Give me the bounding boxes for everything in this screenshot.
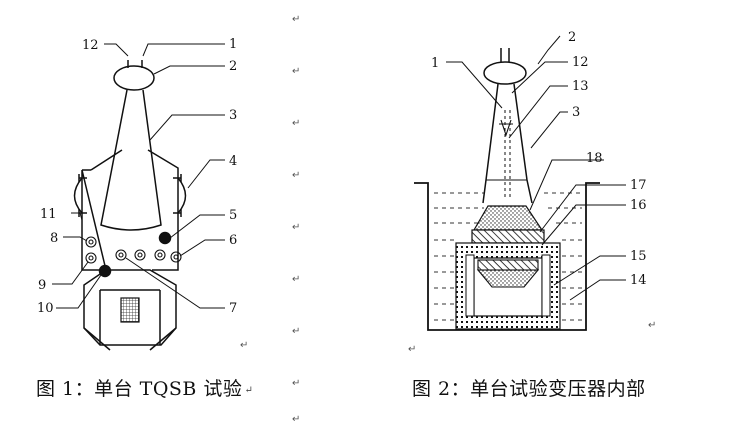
indicator-lamp-10 [98, 264, 112, 278]
upper-insulator [472, 205, 544, 231]
callout: 13 [572, 79, 589, 94]
paragraph-mark: ↵ [292, 326, 301, 337]
bushing [100, 89, 162, 231]
paragraph-mark: ↵ [292, 14, 301, 25]
oil-tank [414, 182, 600, 331]
figure1-caption-text: 图 1：单台 TQSB 试验 [36, 378, 243, 400]
callout: 7 [229, 301, 237, 316]
figure2-leaders [446, 35, 626, 301]
callout: 15 [630, 249, 647, 264]
electrode [500, 119, 512, 137]
callout: 16 [630, 198, 647, 213]
terminal-ring [483, 61, 527, 85]
figure2-caption: 图 2：单台试验变压器内部 [412, 374, 646, 401]
callout: 1 [431, 56, 439, 71]
figure1-callouts: 12 1 2 3 4 5 11 8 6 9 10 7 [37, 37, 237, 316]
callout: 6 [229, 233, 237, 248]
paragraph-mark: ↵ [648, 320, 657, 331]
paragraph-mark: ↵ [292, 170, 301, 181]
callout: 14 [630, 273, 647, 288]
figure2-caption-text: 图 2：单台试验变压器内部 [412, 378, 646, 400]
callout: 2 [568, 30, 576, 45]
figure1-caption: 图 1：单台 TQSB 试验↵ [36, 374, 253, 401]
figure2-callouts: 1 2 12 13 3 18 17 16 15 14 [431, 30, 647, 288]
terminal-ring [113, 65, 155, 91]
callout: 12 [82, 38, 99, 53]
paragraph-mark: ↵ [292, 118, 301, 129]
callout: 4 [229, 154, 237, 169]
callout: 2 [229, 59, 237, 74]
winding-hatched [477, 259, 539, 271]
terminals-row1 [85, 236, 182, 264]
callout: 17 [630, 178, 647, 193]
paragraph-mark: ↵ [292, 66, 301, 77]
paragraph-mark: ↵ [240, 340, 249, 351]
bushing [482, 83, 533, 204]
paragraph-mark: ↵ [408, 344, 417, 355]
callout: 3 [229, 108, 237, 123]
hatched-plate [471, 229, 545, 244]
oil-level-dashes [434, 192, 582, 321]
callout: 11 [40, 207, 57, 222]
right-handle [177, 177, 187, 214]
callout: 9 [38, 278, 46, 293]
figure1-leaders [52, 43, 225, 309]
callout: 3 [572, 105, 580, 120]
paragraph-mark: ↵ [292, 274, 301, 285]
callout: 8 [50, 231, 58, 246]
callout: 12 [572, 55, 589, 70]
paragraph-mark: ↵ [292, 378, 301, 389]
callout: 1 [229, 37, 237, 52]
paragraph-mark: ↵ [292, 414, 301, 425]
figure1-drawing [52, 43, 225, 351]
figure2-drawing [414, 35, 626, 331]
callout: 10 [37, 301, 54, 316]
callout: 18 [586, 151, 603, 166]
paragraph-mark: ↵ [292, 222, 301, 233]
callout: 5 [229, 208, 237, 223]
paragraph-mark: ↵ [244, 384, 254, 396]
left-handle [73, 177, 83, 214]
indicator-lamp-5 [158, 231, 172, 245]
winding-dotted [476, 269, 540, 288]
nameplate [120, 297, 140, 323]
